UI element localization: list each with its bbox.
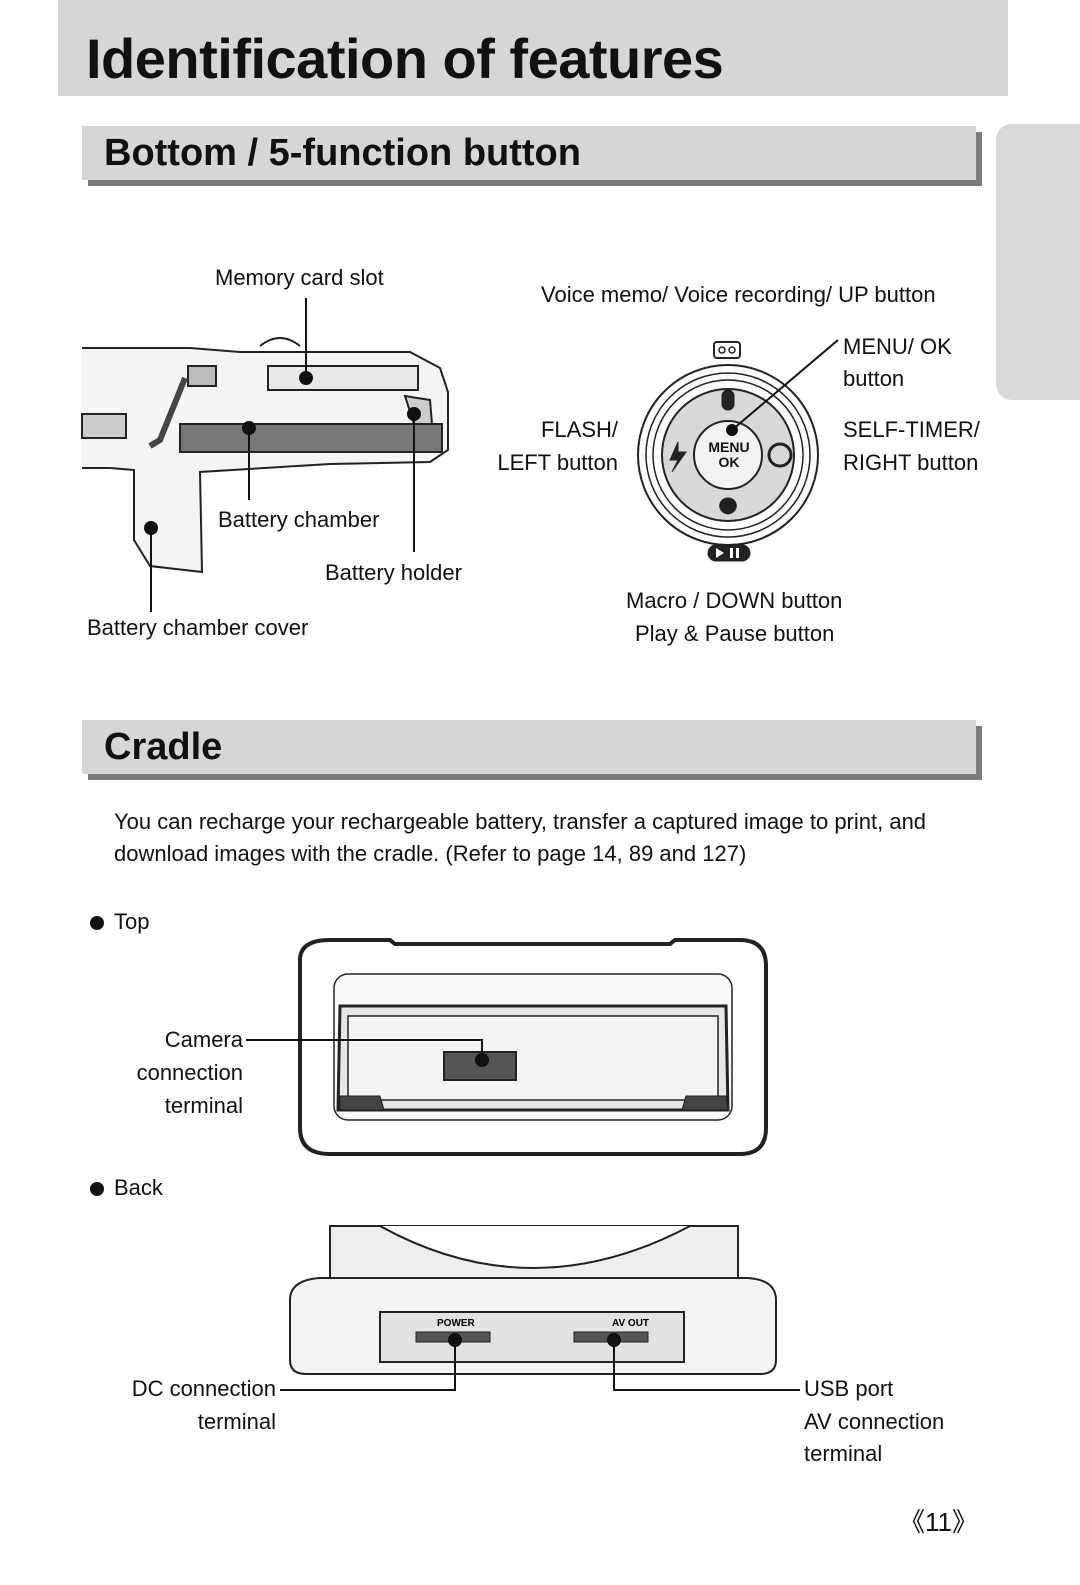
label-battery-chamber: Battery chamber [218,507,380,532]
menu-ok-button-face: MENU OK [706,440,752,470]
section-header-cradle: Cradle [82,720,976,774]
five-function-button [637,341,819,562]
label-battery-holder: Battery holder [325,560,462,585]
page-number: 《11》 [899,1507,978,1537]
label-flash-1: FLASH/ [540,417,618,442]
bullet-back: Back [90,1174,163,1202]
label-dc-conn-1: DC connection [131,1376,276,1401]
menu-text: MENU [708,439,750,455]
cradle-top-illustration [298,938,768,1156]
label-camera-conn-2: connection [136,1060,243,1085]
bullet-top-label: Top [114,909,150,934]
bullet-dot-icon [90,1182,104,1196]
camera-bottom-illustration [81,337,449,574]
label-self-timer-2: RIGHT button [843,450,979,475]
bullet-back-label: Back [114,1175,163,1200]
section-header-bottom: Bottom / 5-function button [82,126,976,180]
label-flash-2: LEFT button [497,450,618,475]
power-port-label: POWER [437,1318,476,1329]
label-menu-ok-1: MENU/ OK [843,334,952,359]
page-title: Identification of features [86,27,724,90]
label-macro: Macro / DOWN button [626,588,843,613]
cradle-description: You can recharge your rechargeable batte… [114,809,927,866]
label-av-conn-2: terminal [804,1441,883,1466]
label-menu-ok-2: button [843,366,905,391]
label-memory-card-slot: Memory card slot [215,265,384,290]
label-av-conn-1: AV connection [804,1409,945,1434]
label-play-pause: Play & Pause button [635,621,835,646]
cradle-back-leaders [280,1333,800,1391]
bullet-top: Top [90,908,149,936]
button-leader-line [726,339,839,436]
label-battery-chamber-cover: Battery chamber cover [87,615,309,640]
label-voice-memo: Voice memo/ Voice recording/ UP button [541,282,936,307]
ok-text: OK [718,454,740,470]
cradle-top-leader [246,1039,489,1067]
cradle-back-illustration [289,1225,777,1375]
label-camera-conn-3: terminal [164,1093,243,1118]
label-dc-conn-2: terminal [197,1409,276,1434]
title-bar: Identification of features [58,0,1008,96]
label-self-timer-1: SELF-TIMER/ [843,417,980,442]
section-heading-cradle: Cradle [104,726,223,768]
label-camera-conn-1: Camera [164,1027,243,1052]
bullet-dot-icon [90,916,104,930]
label-usb-port: USB port [804,1376,894,1401]
camera-leader-lines [144,298,421,612]
av-out-port-label: AV OUT [612,1318,649,1329]
side-tab [996,124,1080,400]
section-heading-bottom: Bottom / 5-function button [104,132,581,174]
